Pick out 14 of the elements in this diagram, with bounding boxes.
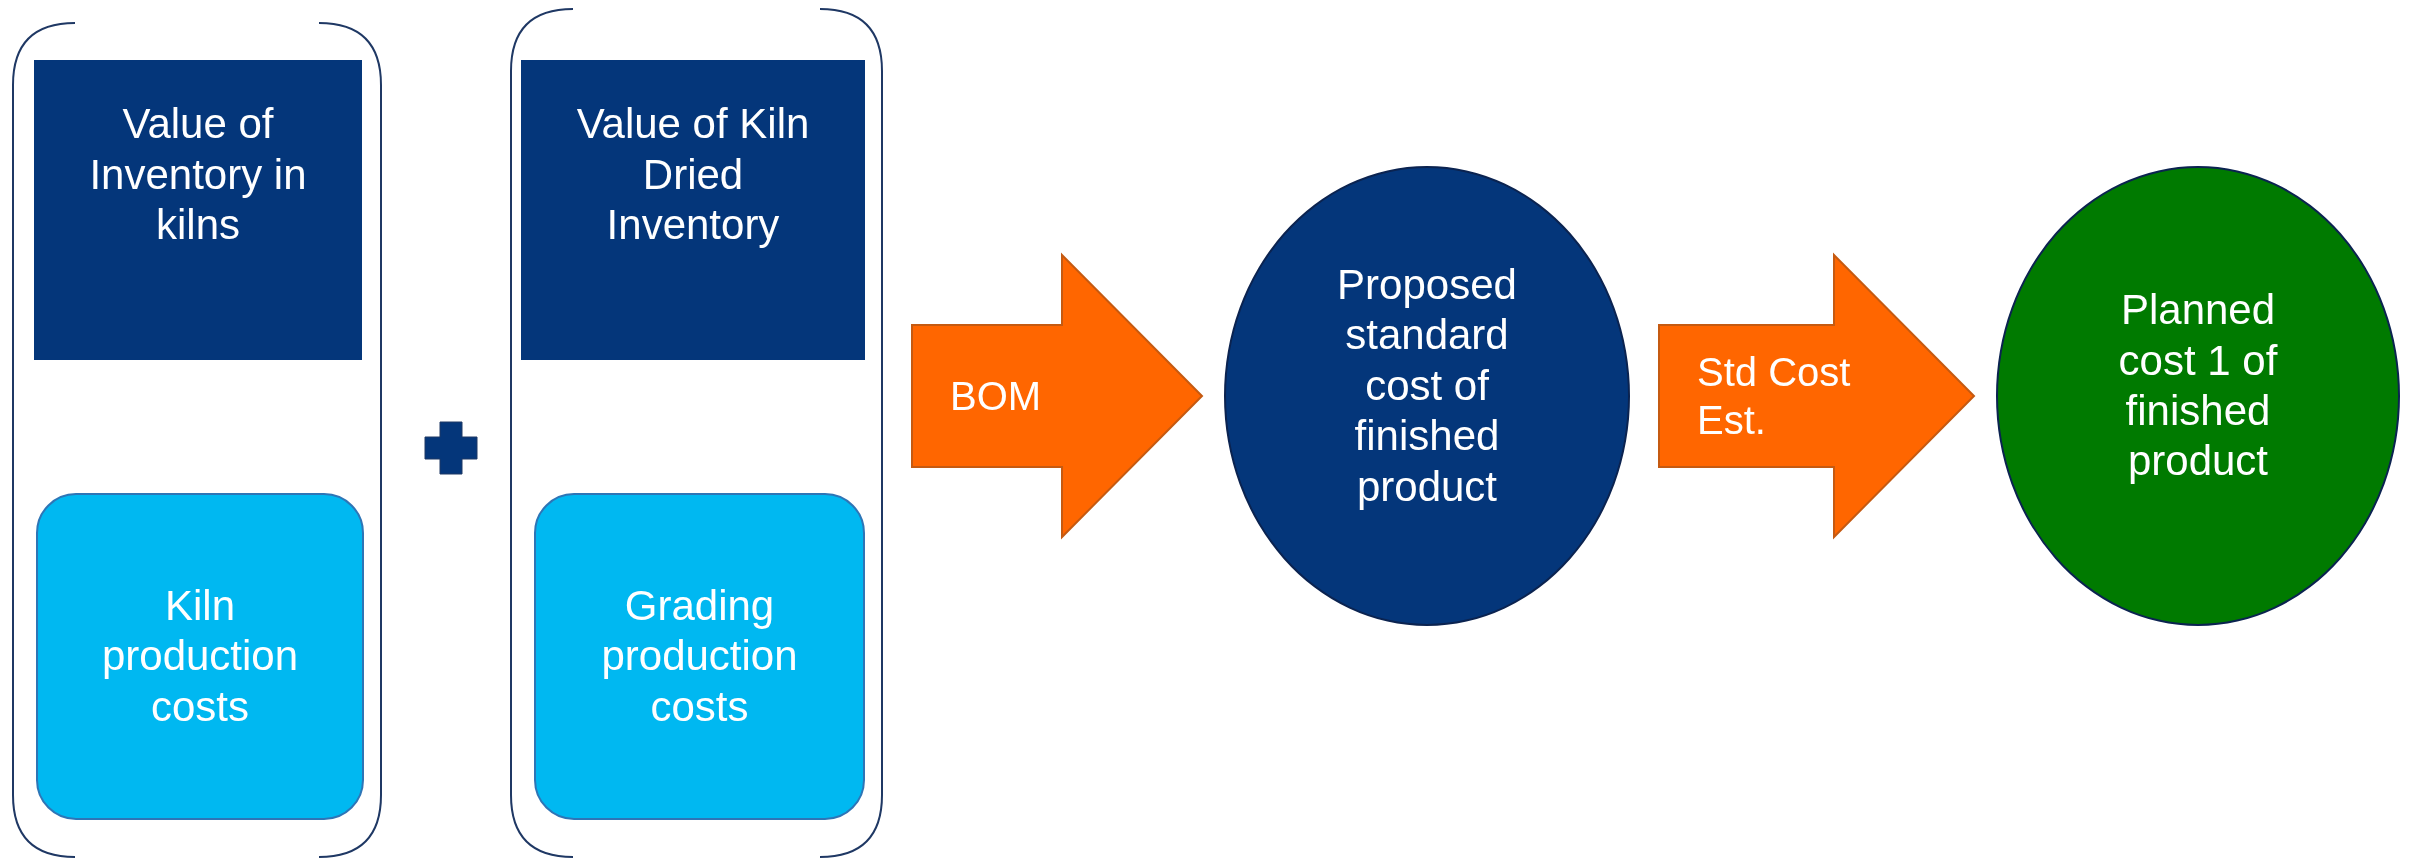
- rounded-box: [36, 493, 364, 820]
- process-box: [521, 60, 865, 360]
- process-box: [34, 60, 362, 360]
- node-text: Grading production costs: [600, 580, 799, 732]
- node-text: Value of Inventory in kilns: [88, 99, 308, 251]
- rounded-box: [534, 493, 865, 820]
- block-arrow: [911, 252, 1204, 540]
- node-text: Kiln production costs: [100, 580, 300, 732]
- block-arrow: [1658, 252, 1976, 540]
- node-text: Planned cost 1 of finished product: [2117, 285, 2279, 487]
- node-text: Value of Kiln Dried Inventory: [575, 99, 811, 251]
- edge-label: Std Cost Est.: [1697, 349, 1852, 444]
- edge-label: BOM: [950, 373, 1043, 420]
- node-text: Proposed standard cost of finished product: [1336, 260, 1518, 512]
